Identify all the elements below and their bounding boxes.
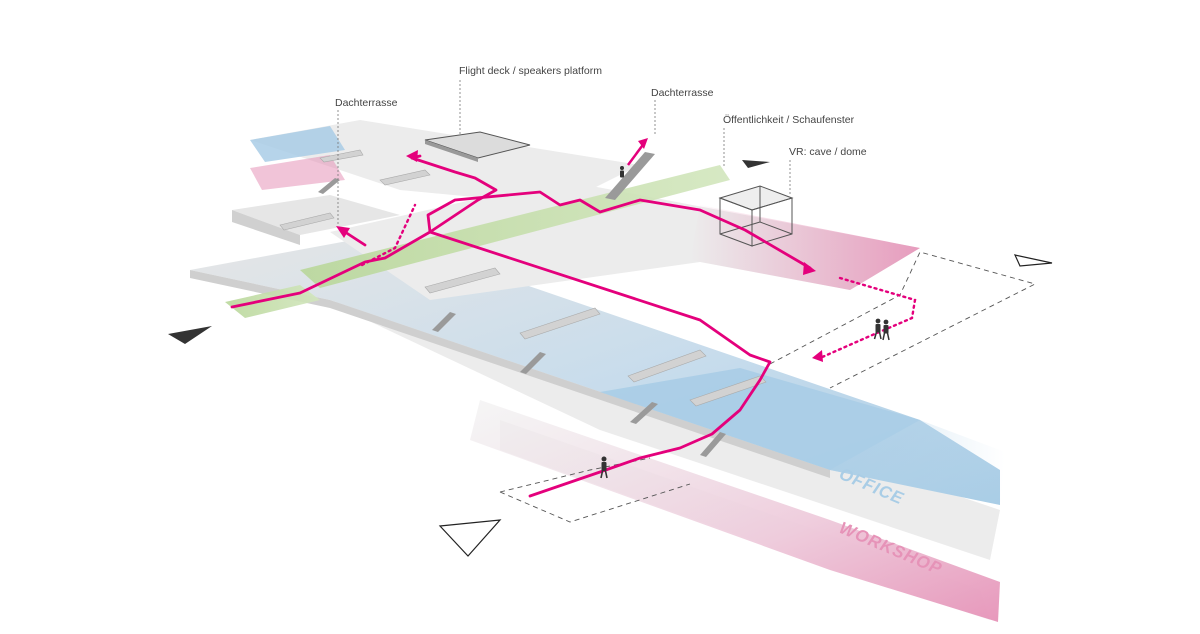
label-dachterrasse-left: Dachterrasse: [335, 97, 398, 109]
person-icon: [600, 456, 608, 479]
green-strip-upper: [300, 165, 730, 288]
flight-deck-platform: [424, 131, 531, 159]
pink-fade-zone: [690, 205, 920, 290]
stair: [630, 402, 658, 424]
label-oeffentlichkeit: Öffentlichkeit / Schaufenster: [723, 114, 855, 126]
direction-triangle-right-icon: [1013, 254, 1053, 267]
site-outlines: [499, 251, 1037, 523]
workshop-zone: [470, 400, 1000, 622]
roof-pink: [250, 155, 345, 190]
vr-cube: [718, 185, 794, 247]
person-icon: [882, 319, 890, 341]
person-icon: [873, 318, 882, 340]
office-zone: [600, 368, 920, 470]
direction-triangle-bottom-icon: [438, 519, 502, 557]
skylights: [279, 149, 767, 407]
label-flight-deck: Flight deck / speakers platform: [459, 65, 602, 77]
stairs: [318, 152, 726, 457]
main-slab: [190, 235, 1005, 505]
leader-lines: [337, 80, 791, 225]
stair: [318, 178, 340, 194]
dotted-paths: [360, 203, 917, 360]
roof-blue: [250, 126, 345, 162]
label-dachterrasse-right: Dachterrasse: [651, 87, 714, 99]
roof-level: [232, 120, 640, 245]
path-arrowheads: [336, 138, 823, 362]
direction-triangles: [168, 160, 1053, 557]
stair-up-arrow: [626, 141, 647, 166]
north-arrow-dark-icon: [168, 326, 212, 344]
direction-triangle-top-icon: [742, 160, 770, 168]
upper-wing: [225, 165, 920, 318]
people: [600, 166, 890, 479]
stair: [520, 352, 546, 374]
label-vr: VR: cave / dome: [789, 146, 867, 158]
stair: [432, 312, 456, 332]
person-icon: [620, 166, 624, 178]
circulation-path: [230, 154, 812, 498]
stair: [605, 152, 655, 200]
stair: [700, 432, 726, 457]
